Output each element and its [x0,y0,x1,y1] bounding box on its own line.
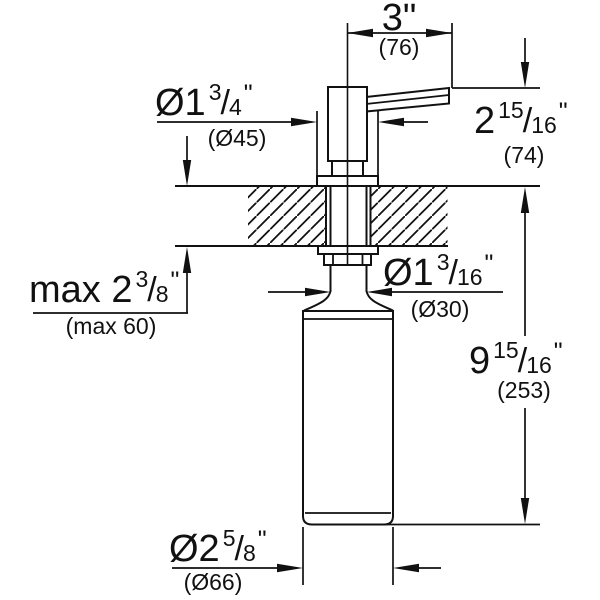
arrow-up-icon [520,187,530,213]
arrow-left-icon [393,563,419,573]
dim-height-above-deck [520,38,530,88]
arrow-down-icon [520,62,530,88]
dim-spout-projection [347,23,453,88]
arrow-up-icon [182,247,192,273]
bottle-shoulder-left [303,290,332,312]
arrow-down-icon [182,160,192,186]
countertop-hatch-right [370,187,448,245]
bottle-shoulder-right [365,290,394,312]
arrow-left-icon [366,287,392,297]
dim-shank-diameter [268,287,503,297]
nut-facet-lines [332,254,364,265]
label-bottle-diameter-metric: (Ø66) [183,569,243,595]
arrow-right-icon [291,117,317,127]
dim-depth-below-deck [520,187,530,524]
countertop-hatch-left [248,187,326,245]
label-height-above-deck-metric: (74) [503,142,545,168]
dim-max-deck-thickness [33,136,192,314]
label-flange-diameter-metric: (Ø45) [207,125,267,151]
arrow-down-icon [520,498,530,524]
label-max-deck-thickness-metric: (max 60) [65,313,157,339]
label-depth-below-deck-metric: (253) [497,377,551,403]
label-shank-diameter-metric: (Ø30) [410,296,470,322]
arrow-left-icon [347,28,373,38]
arrow-right-icon [305,287,331,297]
dim-bottle-diameter [172,523,540,585]
dim-flange-diameter [157,111,428,186]
bottle-body [302,310,394,526]
label-spout-projection-inches: 3" [381,0,417,39]
arrow-right-icon [277,563,303,573]
label-spout-projection-metric: (76) [378,34,420,60]
spout-inner-line [365,94,450,105]
arrow-left-icon [378,117,404,127]
arrow-right-icon [426,28,452,38]
